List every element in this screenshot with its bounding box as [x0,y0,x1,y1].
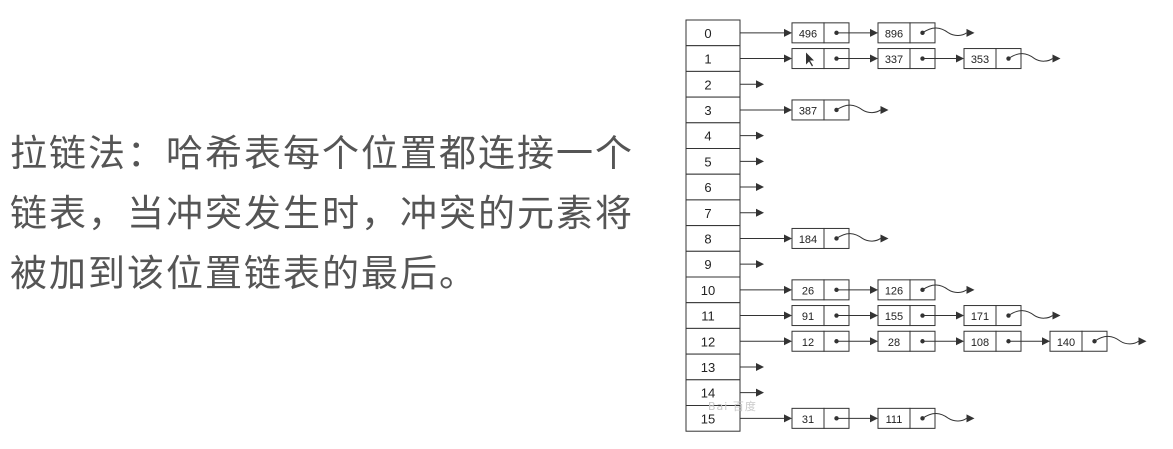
node-link-arrow-head [956,54,964,63]
node-link-arrow-head [870,28,878,37]
null-arrow-head [756,80,764,89]
node-value-label: 108 [971,337,989,349]
node-link-arrow-head [956,311,964,320]
node-value-label: 12 [802,337,814,349]
bucket-index-label: 3 [704,103,711,118]
null-arrow-head [756,208,764,217]
bucket-index-label: 15 [701,411,715,426]
null-tail-line [1008,310,1053,319]
bucket-link-arrow-head [784,28,792,37]
bucket-index-label: 4 [704,129,711,144]
null-tail-arrow-head [966,285,975,294]
null-tail-line [836,233,881,242]
node-value-label: 26 [802,285,814,297]
null-tail-line [922,412,967,422]
null-arrow-head [756,183,764,192]
bucket-index-label: 1 [704,52,711,67]
caption-line-1: 拉链法：哈希表每个位置都连接一个 [10,132,634,175]
null-tail-line [1094,335,1139,345]
bucket-cell [685,250,741,278]
bucket-index-label: 14 [701,386,715,401]
null-arrow-head [756,157,764,166]
node-value-label: 155 [885,311,903,323]
null-tail-arrow-head [966,28,975,37]
node-value-label: 111 [886,414,903,426]
null-arrow-head [756,388,764,397]
null-tail-arrow-head [880,234,889,243]
caption-line-3: 被加到该位置链表的最后。 [10,252,478,295]
bucket-cell [685,45,741,72]
bucket-cell [685,96,741,124]
bucket-index-label: 8 [704,231,711,246]
caption-line-2: 链表，当冲突发生时，冲突的元素将 [10,192,634,235]
bucket-index-label: 2 [704,77,711,92]
node-link-arrow-head [870,285,878,294]
node-value-label: 126 [885,285,903,297]
bucket-link-arrow-head [784,311,792,320]
bucket-cell [685,173,741,201]
node-value-label: 91 [802,311,814,323]
null-tail-arrow-head [1052,54,1061,63]
null-arrow-head [756,260,764,269]
node-link-arrow-head [870,414,878,423]
null-arrow-head [756,131,764,140]
node-value-label: 28 [888,337,900,349]
bucket-link-arrow-head [784,234,792,243]
bucket-index-label: 7 [704,206,711,221]
null-tail-line [836,104,881,114]
caption-text: 拉链法：哈希表每个位置都连接一个 链表，当冲突发生时，冲突的元素将 被加到该位置… [10,124,670,304]
watermark: Bai 百度 [708,400,757,413]
bucket-index-label: 12 [701,334,715,349]
bucket-cell [685,199,741,227]
bucket-link-arrow-head [784,105,792,114]
null-tail-line [922,284,967,293]
bucket-cell [685,276,741,304]
null-tail-line [1008,53,1053,62]
null-tail-arrow-head [880,105,889,114]
bucket-index-label: 0 [704,26,711,41]
node-value-label: 496 [799,28,817,40]
bucket-cell [685,148,741,175]
null-arrow-head [756,362,764,371]
bucket-cell [685,302,741,329]
null-tail-line [922,27,967,36]
bucket-index-label: 6 [704,180,711,195]
node-value-label: 353 [971,54,989,66]
node-value-label: 896 [885,28,903,40]
bucket-link-arrow-head [784,54,792,63]
null-tail-arrow-head [1138,337,1147,346]
node-link-arrow-head [870,337,878,346]
bucket-index-label: 9 [704,257,711,272]
bucket-index-label: 5 [704,154,711,169]
cursor-icon [806,52,814,67]
node-link-arrow-head [956,337,964,346]
node-link-arrow-head [870,311,878,320]
bucket-cell [685,225,741,252]
node-value-label: 184 [799,234,817,246]
node-value-label: 171 [971,311,989,323]
null-tail-arrow-head [966,414,975,423]
bucket-cell [685,19,741,47]
node-link-arrow-head [870,54,878,63]
node-value-label: 387 [799,105,817,117]
node-value-label: 337 [885,54,903,66]
node-link-arrow-head [1042,337,1050,346]
bucket-cell [685,70,741,98]
node-value-label: 140 [1057,337,1075,349]
bucket-cell [685,122,741,150]
bucket-index-label: 13 [701,360,715,375]
bucket-link-arrow-head [784,285,792,294]
bucket-index-label: 11 [701,309,715,324]
bucket-index-label: 10 [701,283,715,298]
node-value-label: 31 [802,414,814,426]
bucket-link-arrow-head [784,414,792,423]
bucket-link-arrow-head [784,337,792,346]
null-tail-arrow-head [1052,311,1061,320]
